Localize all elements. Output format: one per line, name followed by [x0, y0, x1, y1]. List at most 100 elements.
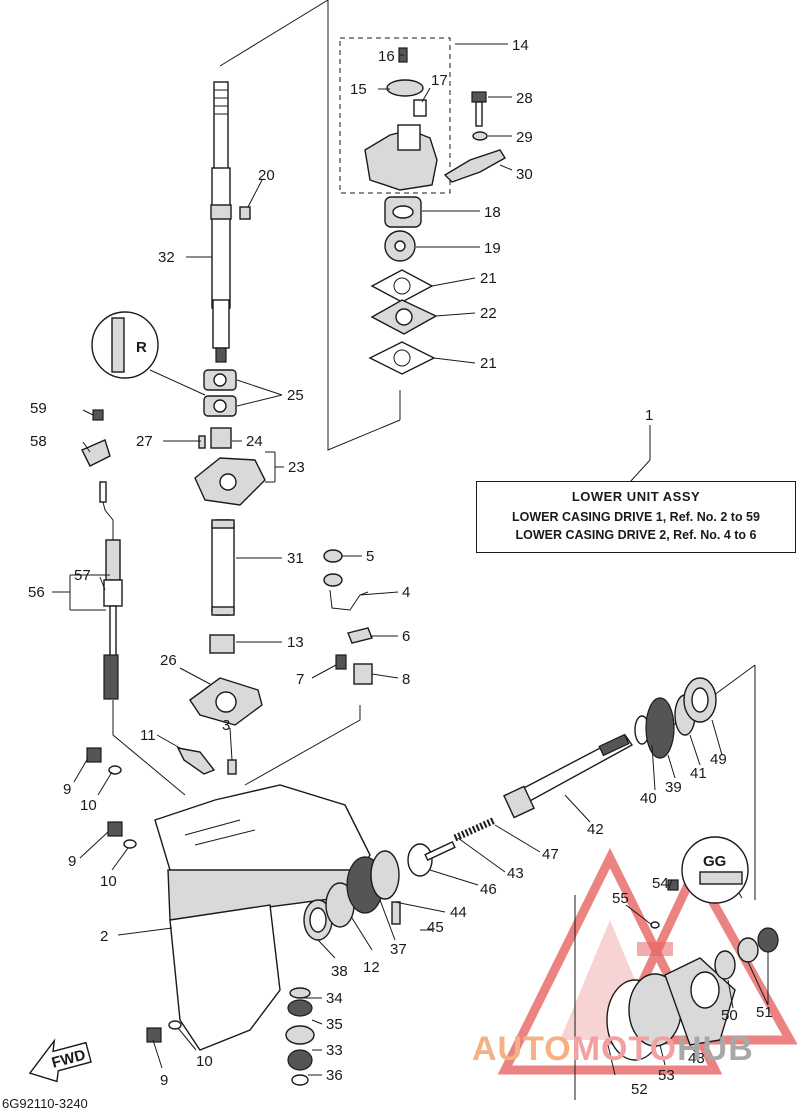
part-label-6: 6 [402, 628, 410, 645]
part-label-1: 1 [645, 407, 653, 424]
part-label-27: 27 [136, 433, 153, 450]
part-label-12: 12 [363, 959, 380, 976]
part-label-10b: 10 [100, 873, 117, 890]
part-label-50: 50 [721, 1007, 738, 1024]
part-label-3: 3 [222, 717, 230, 734]
part-label-25: 25 [287, 387, 304, 404]
part-label-10a: 10 [80, 797, 97, 814]
part-label-4: 4 [402, 584, 410, 601]
bushing [209, 634, 235, 654]
part-label-21b: 21 [480, 355, 497, 372]
part-label-54: 54 [652, 875, 669, 892]
part-labels: 1 2 3 4 5 6 7 8 9 9 9 10 10 10 11 12 13 … [28, 37, 773, 1098]
part-label-11: 11 [140, 727, 156, 744]
part-label-39: 39 [665, 779, 682, 796]
assembly-note-line-2: LOWER CASING DRIVE 2, Ref. No. 4 to 6 [515, 528, 757, 542]
part-label-32: 32 [158, 249, 175, 266]
assembly-note-line-1: LOWER CASING DRIVE 1, Ref. No. 2 to 59 [512, 510, 760, 524]
part-label-19: 19 [484, 240, 501, 257]
pump-base-housing [194, 427, 266, 506]
part-label-8: 8 [402, 671, 410, 688]
bolts-and-washers [86, 747, 182, 1043]
bolt-washer-clamp [443, 91, 506, 183]
part-label-13: 13 [287, 634, 304, 651]
drive-shaft-key [239, 206, 251, 220]
part-label-14: 14 [512, 37, 529, 54]
part-label-49: 49 [710, 751, 727, 768]
part-label-56: 56 [28, 584, 45, 601]
pinion-gear-stack [285, 987, 315, 1086]
bearings [203, 369, 237, 417]
part-label-26: 26 [160, 652, 177, 669]
part-label-16: 16 [378, 48, 395, 65]
shift-plunger [424, 816, 497, 861]
part-label-23: 23 [288, 459, 305, 476]
part-label-34: 34 [326, 990, 343, 1007]
part-label-18: 18 [484, 204, 501, 221]
propeller-housing-parts [606, 879, 779, 1061]
part-label-55: 55 [612, 890, 629, 907]
propeller-shaft [503, 733, 634, 819]
pump-assembly-dashed-box [339, 37, 451, 194]
detail-callout-gg: GG [681, 836, 749, 904]
lower-casing [154, 784, 371, 1051]
detail-callout-r: R [91, 311, 206, 396]
drive-shaft [210, 81, 232, 363]
part-label-9b: 9 [68, 853, 76, 870]
part-label-22: 22 [480, 305, 497, 322]
callout-r-text: R [136, 339, 147, 356]
part-label-20: 20 [258, 167, 275, 184]
part-label-51: 51 [756, 1004, 773, 1021]
part-label-43: 43 [507, 865, 524, 882]
watermark-part-1: AUTO [472, 1030, 572, 1068]
part-label-38: 38 [331, 963, 348, 980]
shift-rod-assembly [81, 409, 123, 700]
part-label-46: 46 [480, 881, 497, 898]
part-label-9a: 9 [63, 781, 71, 798]
part-label-52: 52 [631, 1081, 648, 1098]
part-label-2: 2 [100, 928, 108, 945]
part-label-42: 42 [587, 821, 604, 838]
assembly-title: LOWER UNIT ASSY [571, 489, 701, 504]
part-label-17: 17 [431, 72, 448, 89]
part-label-9c: 9 [160, 1072, 168, 1089]
watermark-part-2: MOTO [571, 1030, 678, 1068]
part-label-33: 33 [326, 1042, 343, 1059]
part-label-7: 7 [296, 671, 304, 688]
part-label-36: 36 [326, 1067, 343, 1084]
watermark-text: AUTOMOTOHUB [472, 1030, 754, 1069]
part-label-40: 40 [640, 790, 657, 807]
callout-gg-text: GG [703, 853, 726, 870]
part-label-24: 24 [246, 433, 263, 450]
clip-and-pin [176, 747, 237, 775]
part-label-35: 35 [326, 1016, 343, 1033]
fwd-arrow: FWD [28, 1038, 92, 1083]
assembly-info-box: LOWER UNIT ASSY LOWER CASING DRIVE 1, Re… [476, 481, 796, 553]
leader-lines [52, 43, 769, 1076]
part-label-57: 57 [74, 567, 91, 584]
part-label-47: 47 [542, 846, 559, 863]
diagram-code: 6G92110-3240 [2, 1096, 88, 1111]
part-label-37: 37 [390, 941, 407, 958]
watermark-part-3: HUB [677, 1030, 754, 1068]
part-label-31: 31 [287, 550, 304, 567]
part-label-30: 30 [516, 166, 533, 183]
part-label-44: 44 [450, 904, 467, 921]
part-label-5: 5 [366, 548, 374, 565]
water-tube-parts [323, 549, 373, 685]
reverse-gear-parts [634, 677, 717, 759]
part-label-29: 29 [516, 129, 533, 146]
forward-gear-parts [303, 843, 433, 941]
part-label-53: 53 [658, 1067, 675, 1084]
part-label-21a: 21 [480, 270, 497, 287]
gasket-plate [189, 677, 263, 726]
part-label-48: 48 [688, 1050, 705, 1067]
part-label-45: 45 [427, 919, 444, 936]
part-label-28: 28 [516, 90, 533, 107]
part-label-41: 41 [690, 765, 707, 782]
drive-shaft-tube [211, 519, 235, 616]
part-label-15: 15 [350, 81, 367, 98]
part-label-10c: 10 [196, 1053, 213, 1070]
part-label-58: 58 [30, 433, 47, 450]
